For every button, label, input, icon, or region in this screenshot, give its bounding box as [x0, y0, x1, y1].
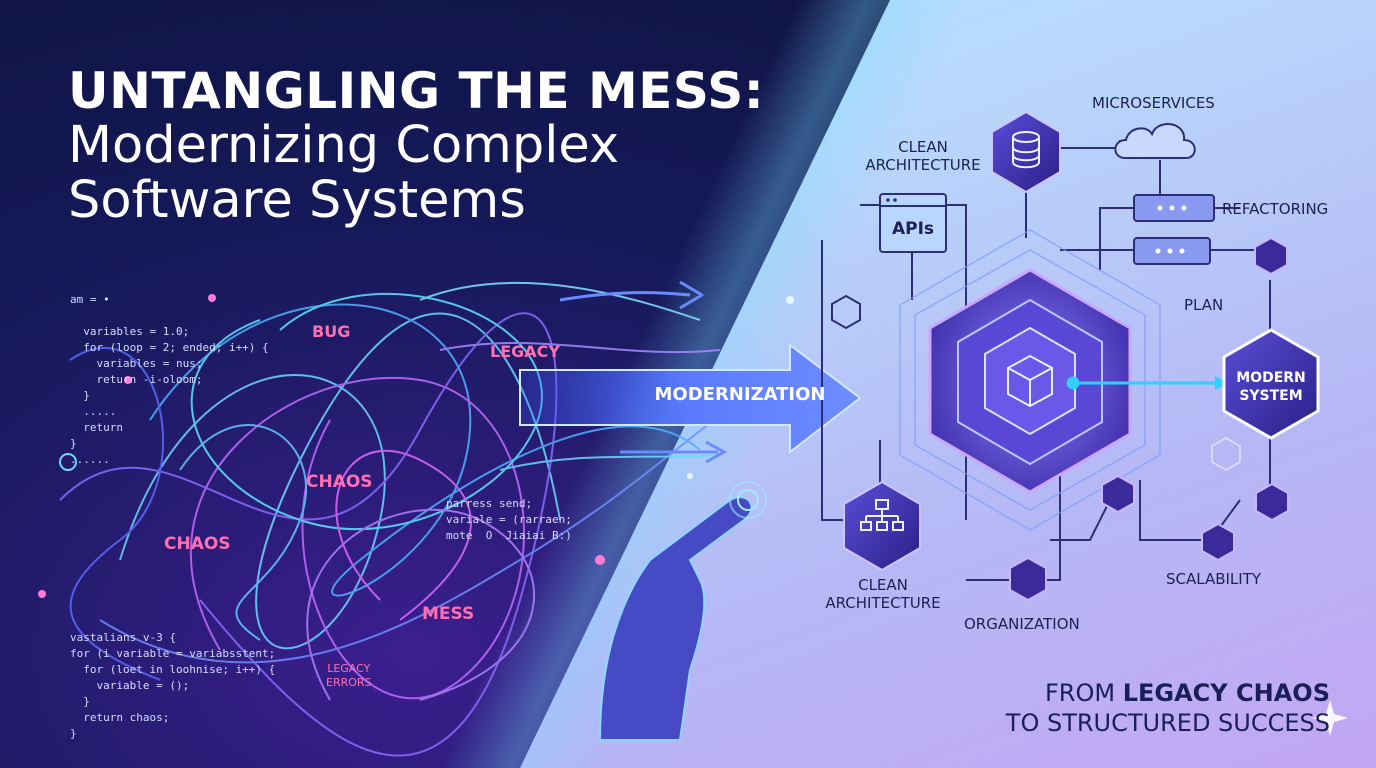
cloud-icon: [1114, 123, 1196, 159]
code-block-bottom: vastalians v-3 { for (i variable = varia…: [70, 631, 276, 740]
label-modern-system: MODERN SYSTEM: [1224, 369, 1318, 405]
sparkle-icon: [1312, 700, 1348, 736]
title-line-1: UNTANGLING THE MESS:: [68, 62, 765, 120]
clean-architecture-bottom-line-1: CLEAN: [858, 576, 908, 594]
label-legacy: LEGACY: [490, 342, 560, 361]
database-icon: [1012, 131, 1040, 169]
cube-icon: [1007, 354, 1053, 408]
label-plan: PLAN: [1184, 296, 1224, 314]
label-apis: APIs: [891, 219, 935, 239]
modern-system-line-1: MODERN: [1236, 370, 1306, 386]
label-organization: ORGANIZATION: [964, 615, 1080, 633]
tagline: FROM LEGACY CHAOS TO STRUCTURED SUCCESS: [1006, 678, 1330, 738]
tagline-from: FROM: [1045, 679, 1123, 707]
hand-pointer-icon: [598, 496, 753, 741]
clean-architecture-top-line-2: ARCHITECTURE: [865, 156, 981, 174]
label-scalability: SCALABILITY: [1166, 570, 1262, 588]
label-microservices: MICROSERVICES: [1092, 94, 1215, 112]
label-clean-architecture-top: CLEAN ARCHITECTURE: [862, 138, 984, 174]
modern-system-hex: [1222, 328, 1320, 440]
server-icon: [1133, 194, 1215, 265]
touch-ripple: [729, 481, 767, 519]
label-chaos-left: CHAOS: [164, 534, 231, 554]
label-refactoring: REFACTORING: [1222, 200, 1329, 218]
small-hexes: [831, 236, 1289, 602]
modernization-label: MODERNIZATION: [654, 384, 826, 405]
org-chart-icon: [860, 499, 904, 531]
connector-to-modern: [1066, 376, 1228, 390]
legacy-errors-line-2: ERRORS: [326, 676, 372, 689]
page-title: UNTANGLING THE MESS: Modernizing Complex…: [68, 64, 764, 228]
code-block-top: am = • variables = 1.0; for (loop = 2; e…: [70, 293, 269, 466]
tangled-lines: [59, 281, 741, 757]
title-line-2: Modernizing Complex: [68, 116, 620, 175]
tagline-highlight: LEGACY CHAOS: [1122, 679, 1330, 707]
tagline-line-2: TO STRUCTURED SUCCESS: [1005, 709, 1330, 737]
code-block-middle: parress send; variale = (rarraen; mote O…: [446, 497, 572, 542]
label-bug: BUG: [312, 322, 351, 341]
modern-system-line-2: SYSTEM: [1239, 388, 1303, 404]
modernization-arrow: [519, 342, 862, 455]
label-clean-architecture-bottom: CLEAN ARCHITECTURE: [822, 576, 944, 612]
clean-architecture-top-line-1: CLEAN: [898, 138, 948, 156]
apis-window: [879, 193, 947, 253]
label-chaos-center: CHAOS: [306, 472, 373, 492]
tagline-line-1: FROM LEGACY CHAOS: [1006, 678, 1330, 708]
glow-dots: [38, 294, 794, 598]
clean-architecture-bottom-line-2: ARCHITECTURE: [825, 594, 941, 612]
label-legacy-errors: LEGACY ERRORS: [326, 662, 372, 690]
small-arrows: [559, 280, 728, 464]
title-line-3: Software Systems: [68, 171, 526, 231]
legacy-errors-line-1: LEGACY: [327, 662, 371, 675]
label-mess: MESS: [422, 604, 475, 624]
